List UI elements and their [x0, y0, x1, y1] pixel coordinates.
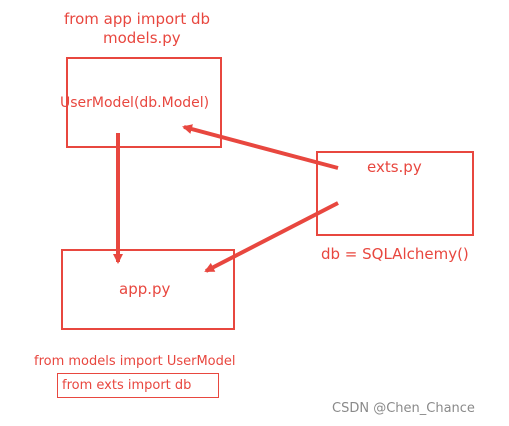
app-box	[61, 249, 235, 330]
csdn-watermark: CSDN @Chen_Chance	[332, 401, 475, 416]
arrow-exts-to-models	[182, 124, 339, 170]
models-import-text: from app import db	[64, 10, 211, 28]
import-db-highlight-box	[57, 373, 219, 398]
app-file-label: app.py	[119, 280, 171, 298]
user-model-class-label: UserModel(db.Model)	[60, 95, 210, 111]
exts-file-label: exts.py	[367, 158, 422, 176]
db-instance-label: db = SQLAlchemy()	[321, 245, 469, 263]
import-usermodel-text: from models import UserModel	[34, 354, 236, 369]
models-box	[66, 57, 222, 148]
import-db-text: from exts import db	[62, 378, 192, 393]
models-file-label: models.py	[103, 29, 181, 47]
exts-box	[316, 151, 474, 236]
